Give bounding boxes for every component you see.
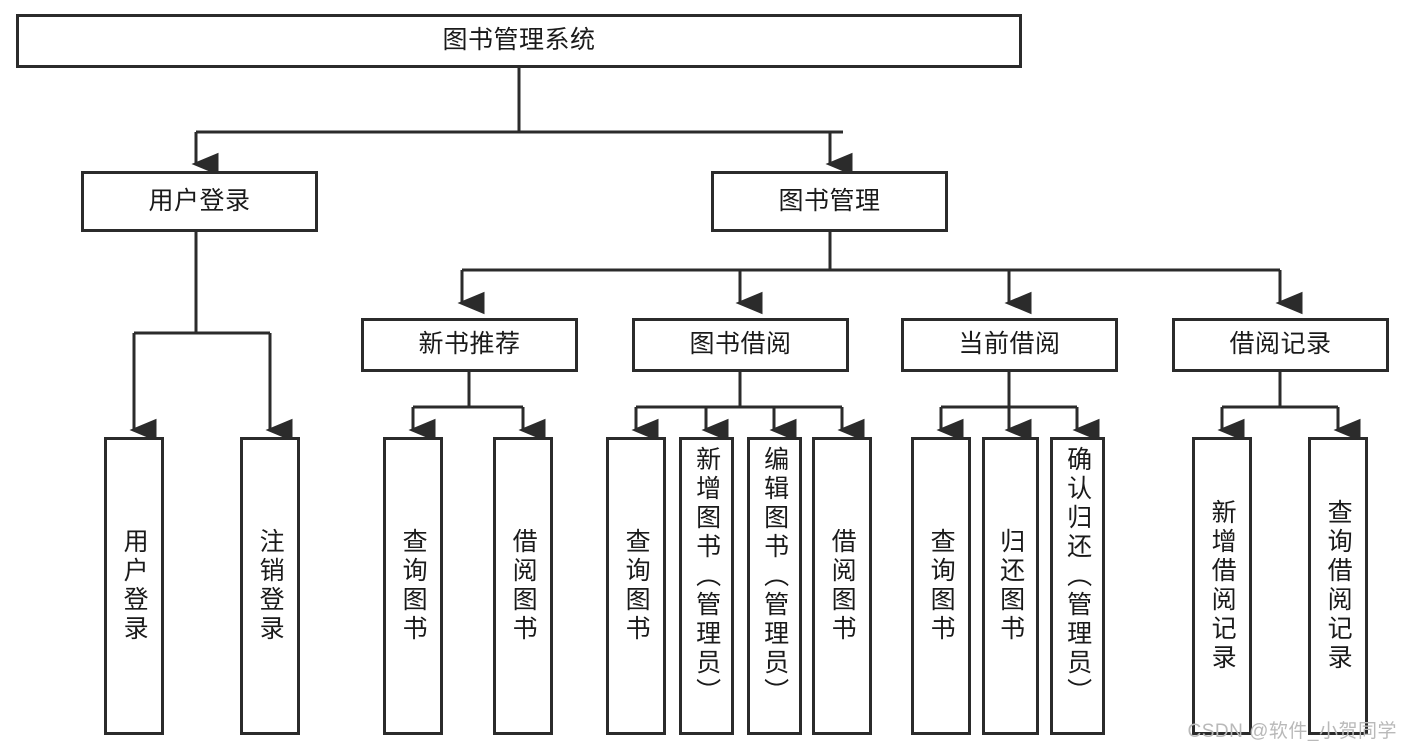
node-label: 查询图书 [399,528,428,644]
node-leaf-return-book[interactable]: 归还图书 [982,437,1039,735]
node-leaf-confirm-return[interactable]: 确认归还（管理员） [1050,437,1105,735]
node-label: 图书管理系统 [442,26,596,55]
node-label: 新书推荐 [418,330,521,359]
node-label: 当前借阅 [958,330,1061,359]
node-leaf-query-book-2[interactable]: 查询图书 [606,437,666,735]
node-book-management-system[interactable]: 图书管理系统 [16,14,1022,68]
node-label: 查询图书 [927,528,956,644]
node-label: 查询借阅记录 [1324,499,1353,673]
node-leaf-borrow-book-1[interactable]: 借阅图书 [493,437,553,735]
node-leaf-user-login[interactable]: 用户登录 [104,437,164,735]
node-label: 新增借阅记录 [1208,499,1237,673]
node-label: 用户登录 [148,186,251,215]
node-book-borrow[interactable]: 图书借阅 [632,318,849,372]
node-label: 图书管理 [778,186,881,215]
node-label: 用户登录 [120,528,149,644]
node-label: 借阅图书 [828,528,857,644]
node-current-borrow[interactable]: 当前借阅 [901,318,1118,372]
node-user-login[interactable]: 用户登录 [81,171,318,232]
node-label: 归还图书 [996,528,1025,644]
node-label: 图书借阅 [689,330,792,359]
node-label: 注销登录 [256,528,285,644]
node-label: 确认归还（管理员） [1063,446,1092,707]
node-leaf-add-book[interactable]: 新增图书（管理员） [679,437,734,735]
node-leaf-query-record[interactable]: 查询借阅记录 [1308,437,1368,735]
node-label: 查询图书 [622,528,651,644]
node-leaf-logout-login[interactable]: 注销登录 [240,437,300,735]
node-borrow-record[interactable]: 借阅记录 [1172,318,1389,372]
node-label: 借阅记录 [1229,330,1332,359]
node-leaf-add-record[interactable]: 新增借阅记录 [1192,437,1252,735]
node-label: 借阅图书 [509,528,538,644]
node-label: 新增图书（管理员） [692,446,721,707]
node-new-book-recommend[interactable]: 新书推荐 [361,318,578,372]
csdn-watermark: CSDN @软件_小贺同学 [1187,721,1397,742]
node-book-management[interactable]: 图书管理 [711,171,948,232]
node-leaf-query-book-3[interactable]: 查询图书 [911,437,971,735]
node-leaf-edit-book[interactable]: 编辑图书（管理员） [747,437,802,735]
node-leaf-borrow-book-2[interactable]: 借阅图书 [812,437,872,735]
node-leaf-query-book-1[interactable]: 查询图书 [383,437,443,735]
node-label: 编辑图书（管理员） [760,446,789,707]
